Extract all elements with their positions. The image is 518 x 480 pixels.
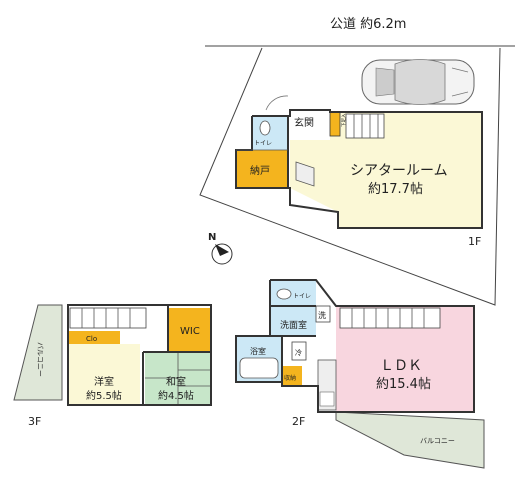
label-floor-3f: 3F bbox=[28, 415, 41, 428]
label-japanese-name: 和室 bbox=[166, 375, 186, 388]
road-label: 公道 約6.2m bbox=[330, 17, 406, 32]
label-washroom: 洗面室 bbox=[280, 319, 307, 331]
tatami-grid bbox=[145, 352, 211, 404]
washer bbox=[315, 305, 331, 323]
room-wic bbox=[168, 308, 211, 352]
room-ldk bbox=[336, 306, 474, 412]
fridge bbox=[291, 341, 307, 361]
stairs-2f bbox=[339, 307, 441, 329]
stove-icon bbox=[319, 391, 335, 407]
entrance-door bbox=[265, 95, 289, 111]
stairs-3f bbox=[69, 307, 147, 329]
wall-1f bbox=[235, 109, 483, 229]
compass-label: N bbox=[208, 232, 216, 243]
bathtub bbox=[239, 357, 279, 379]
label-balcony-2f: バルコニー bbox=[420, 437, 455, 445]
room-clo bbox=[68, 331, 120, 344]
label-floor-1f: 1F bbox=[468, 235, 481, 248]
toilet-fixture-2f bbox=[276, 288, 292, 300]
label-balcony-3f: バルコニー bbox=[36, 342, 44, 377]
label-theater-size: 約17.7帖 bbox=[368, 182, 423, 197]
label-toilet-2f: トイレ bbox=[293, 293, 311, 300]
room-western bbox=[68, 344, 140, 404]
balcony-2f bbox=[335, 411, 485, 469]
wall-2f bbox=[235, 279, 475, 413]
room-entrance bbox=[288, 110, 330, 140]
counter-1f bbox=[295, 161, 315, 187]
label-fridge: 冷 bbox=[295, 348, 302, 357]
label-toilet-1f: トイレ bbox=[254, 140, 272, 147]
room-storage-1f bbox=[236, 150, 288, 188]
shoe-box bbox=[329, 111, 341, 137]
label-storage-2f: 収納 bbox=[284, 374, 296, 382]
floor-1f: 玄関 トイレ 納戸 下足入 シアタールーム 約17.7帖 1F bbox=[235, 95, 483, 248]
label-shoe-box: 下足入 bbox=[341, 113, 347, 127]
label-japanese-size: 約4.5帖 bbox=[158, 389, 194, 402]
wall-3f bbox=[67, 304, 212, 406]
label-western-name: 洋室 bbox=[94, 375, 114, 388]
label-ldk-size: 約15.4帖 bbox=[376, 377, 431, 392]
label-wic: WIC bbox=[180, 326, 200, 337]
label-western-size: 約5.5帖 bbox=[86, 389, 122, 402]
stairs-1f bbox=[345, 113, 385, 139]
balcony-3f bbox=[13, 304, 63, 401]
site-boundary bbox=[199, 47, 501, 306]
label-entrance: 玄関 bbox=[294, 116, 314, 129]
label-floor-2f: 2F bbox=[292, 415, 305, 428]
room-washroom bbox=[270, 306, 316, 336]
car-icon bbox=[361, 59, 475, 105]
floor-3f: バルコニー Clo WIC 洋室 約5.5帖 和室 約4.5帖 3F bbox=[13, 304, 212, 428]
toilet-fixture-1f bbox=[259, 120, 271, 136]
label-clo: Clo bbox=[86, 335, 97, 343]
label-theater-name: シアタールーム bbox=[350, 163, 448, 179]
label-washer: 洗 bbox=[318, 310, 326, 320]
label-ldk-name: ＬＤＫ bbox=[380, 358, 422, 374]
compass-icon: N bbox=[208, 232, 233, 265]
room-toilet-1f bbox=[252, 116, 288, 150]
room-storage-2f bbox=[282, 366, 302, 386]
label-storage-1f: 納戸 bbox=[250, 164, 270, 177]
label-bath: 浴室 bbox=[250, 346, 266, 356]
floor-2f: トイレ 洗面室 洗 冷 浴室 収納 ＬＤＫ 約15.4帖 バルコニー 2F bbox=[235, 279, 485, 469]
room-theater bbox=[290, 112, 482, 228]
